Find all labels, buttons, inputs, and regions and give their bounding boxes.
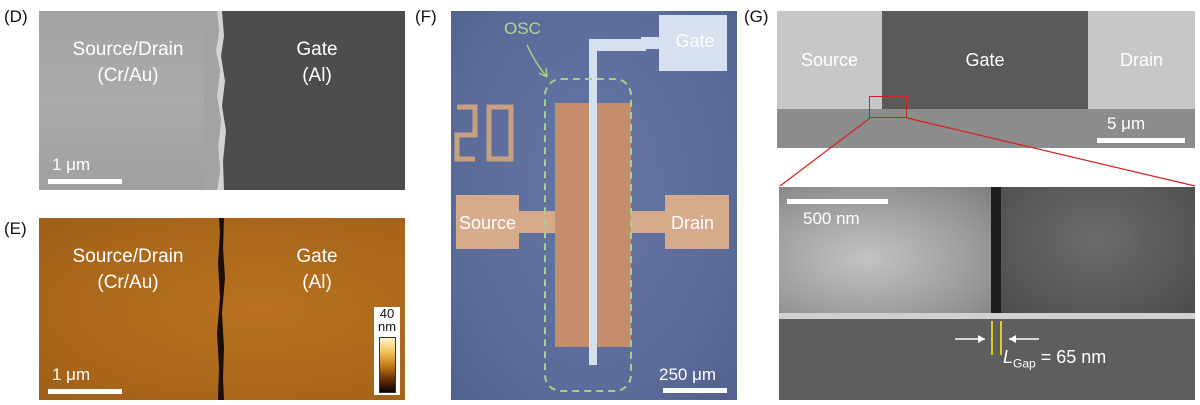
panel-e-edge bbox=[217, 218, 225, 400]
osc-arrowhead bbox=[538, 67, 548, 78]
surface-edge bbox=[779, 313, 1195, 319]
source-label: Source bbox=[459, 213, 517, 233]
panel-d-left-line2: (Cr/Au) bbox=[97, 65, 159, 86]
drain-label: Drain bbox=[671, 213, 715, 233]
panel-e-colorbar: 40 nm bbox=[374, 307, 400, 395]
gate-texture bbox=[997, 187, 1195, 317]
g-source-label: Source bbox=[800, 50, 859, 70]
panel-f-drawing bbox=[454, 15, 729, 392]
g-top-scale-label: 5 μm bbox=[1107, 114, 1146, 133]
gap-markers bbox=[955, 321, 1039, 355]
source-region bbox=[777, 11, 882, 109]
panel-f-scale-bar bbox=[663, 388, 727, 393]
panel-g-bottom-sem: 500 nm LGap = 65 nm bbox=[779, 187, 1195, 400]
gap-length-label: LGap = 65 nm bbox=[1003, 347, 1106, 371]
gate-line-bend bbox=[589, 39, 646, 55]
zoom-box bbox=[869, 96, 907, 118]
panel-d-scale-bar bbox=[48, 179, 122, 184]
panel-d-right-label: Gate (Al) bbox=[229, 37, 405, 89]
panel-e-right-label: Gate (Al) bbox=[229, 244, 405, 296]
colorbar-top-label: 40 bbox=[379, 306, 395, 321]
panel-g-top-sem: Source Gate Drain 5 μm bbox=[777, 11, 1195, 148]
panel-d-left-label: Source/Drain (Cr/Au) bbox=[39, 37, 217, 89]
panel-e-left-label: Source/Drain (Cr/Au) bbox=[39, 244, 217, 296]
gate-connector bbox=[641, 37, 661, 49]
panel-e-left-line2: (Cr/Au) bbox=[97, 272, 159, 293]
substrate bbox=[779, 319, 1195, 400]
gap-dark bbox=[991, 187, 1001, 323]
source-grains bbox=[779, 187, 997, 317]
panel-f-number-20 bbox=[454, 104, 514, 162]
source-pad bbox=[456, 195, 519, 249]
osc-outline bbox=[544, 78, 632, 392]
panel-e-right-line1: Gate bbox=[296, 246, 338, 267]
colorbar-gradient bbox=[379, 337, 396, 393]
panel-e-right-line2: (Al) bbox=[302, 272, 332, 293]
panel-e-afm-image: Source/Drain (Cr/Au) Gate (Al) 1 μm 40 n… bbox=[39, 218, 405, 400]
panel-f-scale-label: 250 μm bbox=[659, 365, 717, 384]
g-drain-label: Drain bbox=[1119, 50, 1163, 70]
g-bottom-scale-label: 500 nm bbox=[803, 209, 860, 228]
panel-e-left-line1: Source/Drain bbox=[72, 246, 184, 267]
panel-d-left-line1: Source/Drain bbox=[72, 39, 184, 60]
panel-g-label: (G) bbox=[744, 7, 769, 26]
panel-d-label: (D) bbox=[4, 7, 28, 26]
panel-d-source-drain-region bbox=[39, 11, 217, 190]
gate-line bbox=[589, 51, 597, 365]
colorbar-unit-label: nm bbox=[377, 319, 397, 334]
gate-label: Gate bbox=[675, 31, 715, 51]
source-trace bbox=[517, 211, 557, 233]
gate-region bbox=[882, 11, 1088, 109]
panel-f-optical-image: OSC Gate Source Drain 250 μm bbox=[451, 11, 737, 400]
panel-d-sem-image: Source/Drain (Cr/Au) Gate (Al) 1 μm bbox=[39, 11, 405, 190]
drain-region bbox=[1088, 11, 1195, 109]
panel-d-right-line2: (Al) bbox=[302, 65, 332, 86]
osc-label: OSC bbox=[504, 19, 541, 38]
gap-value: = 65 nm bbox=[1035, 347, 1107, 367]
panel-f-label: (F) bbox=[415, 7, 437, 26]
osc-arrow bbox=[526, 44, 548, 78]
gate-pad bbox=[659, 15, 727, 71]
panel-e-scale-label: 1 μm bbox=[52, 365, 91, 384]
gap-L: L bbox=[1003, 347, 1014, 367]
g-bottom-scale-bar bbox=[787, 199, 888, 204]
drain-pad bbox=[665, 195, 729, 249]
panel-d-scale-label: 1 μm bbox=[52, 155, 91, 174]
g-gate-label: Gate bbox=[965, 50, 1005, 70]
panel-e-scale-bar bbox=[48, 389, 122, 394]
gap-sub: Gap bbox=[1013, 356, 1036, 371]
panel-d-right-line1: Gate bbox=[296, 39, 338, 60]
drain-trace bbox=[631, 211, 667, 233]
g-top-scale-bar bbox=[1097, 138, 1185, 143]
panel-d-edge bbox=[204, 11, 226, 190]
panel-e-label: (E) bbox=[4, 219, 27, 238]
